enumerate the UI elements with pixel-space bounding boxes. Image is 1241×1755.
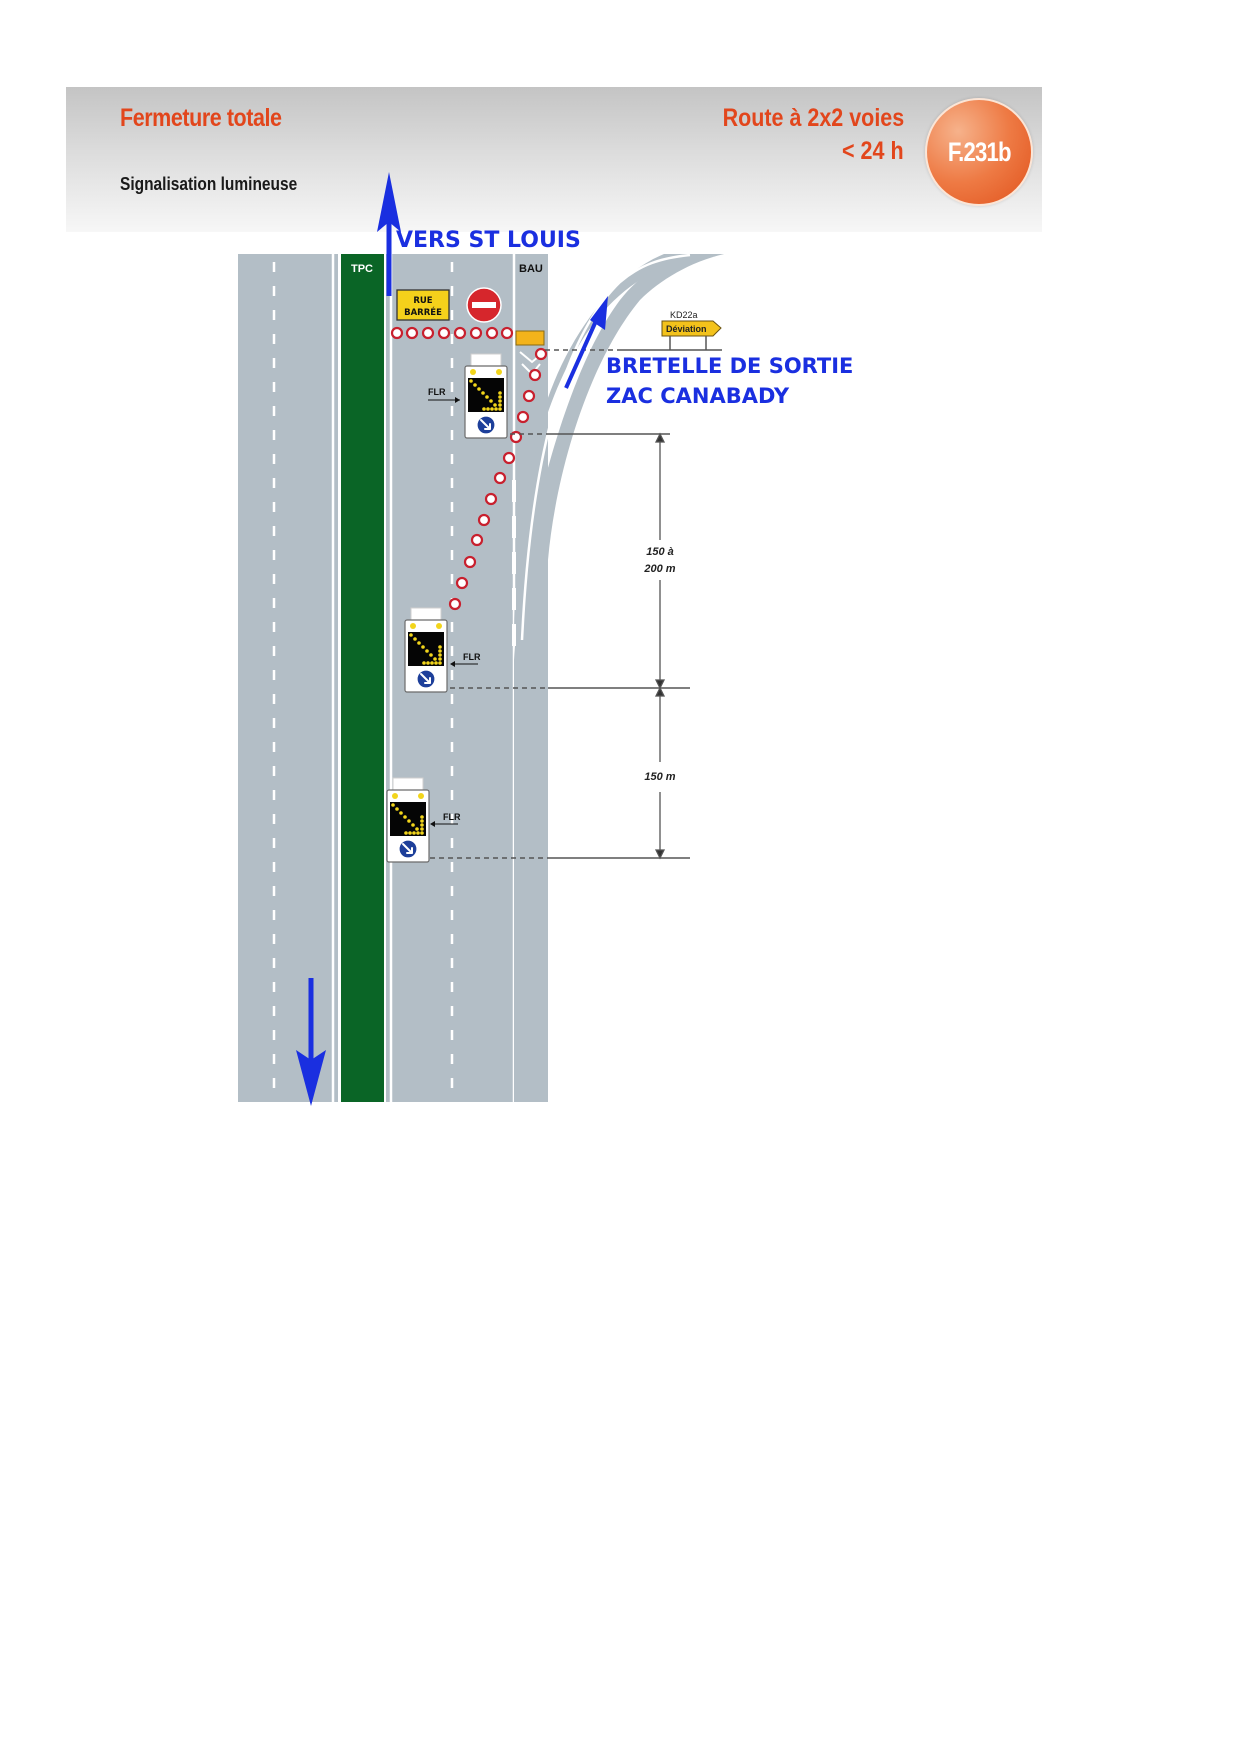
- north-arrow-icon: [377, 172, 401, 296]
- barrier-block: [515, 330, 545, 346]
- flr-vehicle-lower: [386, 777, 430, 863]
- svg-text:RUE: RUE: [413, 296, 432, 306]
- shoulder-label: BAU: [519, 263, 543, 275]
- svg-text:FLR: FLR: [443, 812, 461, 822]
- south-arrow-icon: [296, 978, 326, 1106]
- header-band: [66, 87, 1042, 232]
- dimension-label-1-line1: 150 à: [646, 546, 674, 558]
- scheme-code: F.231b: [947, 136, 1012, 167]
- route-type: Route à 2x2 voies: [722, 104, 904, 132]
- svg-text:BARRÉE: BARRÉE: [404, 306, 442, 318]
- page-title: Fermeture totale: [120, 104, 282, 132]
- flr-vehicle-middle: [404, 607, 448, 693]
- direction-label: VERS ST LOUIS: [396, 228, 581, 253]
- southbound-carriageway: [238, 254, 338, 1102]
- scheme-code-badge: F.231b: [925, 98, 1033, 206]
- detour-sign: KD22a Déviation: [661, 310, 722, 350]
- dimension-line: [654, 432, 666, 860]
- dimension-label-2: 150 m: [644, 771, 675, 783]
- page-subtitle: Signalisation lumineuse: [120, 174, 298, 194]
- no-entry-sign-icon: [466, 287, 502, 323]
- duration-label: < 24 h: [842, 137, 904, 165]
- dimension-label-1-line2: 200 m: [643, 563, 675, 575]
- exit-ramp-arrow-icon: [564, 296, 608, 389]
- median-label: TPC: [351, 263, 373, 275]
- svg-text:FLR: FLR: [463, 652, 481, 662]
- central-median: [341, 254, 384, 1102]
- svg-text:Déviation: Déviation: [666, 324, 707, 334]
- exit-ramp-label-line1: BRETELLE DE SORTIE: [606, 354, 853, 378]
- flr-vehicle-upper: [464, 353, 508, 439]
- svg-text:FLR: FLR: [428, 387, 446, 397]
- road-closed-sign: RUE BARRÉE: [396, 289, 450, 321]
- svg-text:KD22a: KD22a: [670, 310, 698, 320]
- exit-ramp-label-line2: ZAC CANABADY: [606, 384, 790, 408]
